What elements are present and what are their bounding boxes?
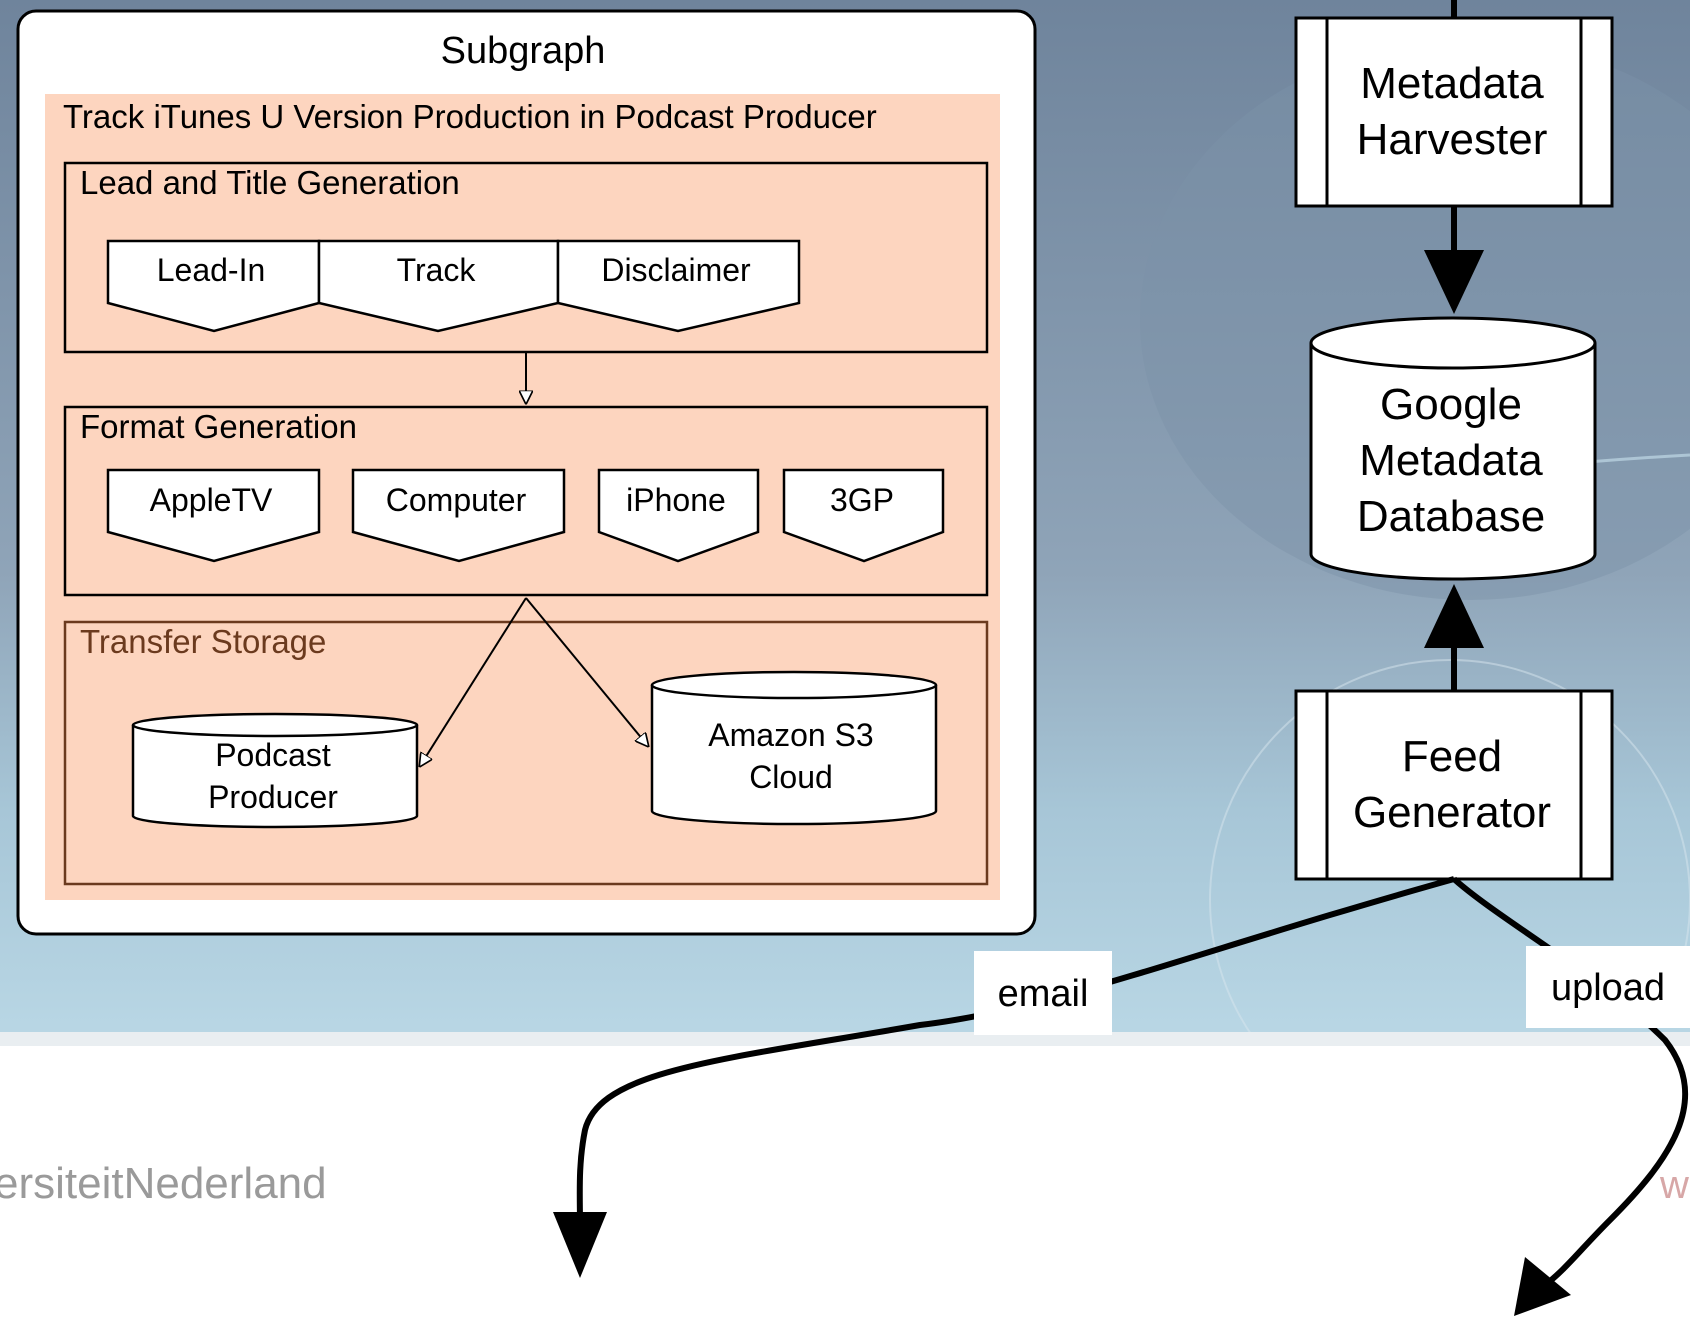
harvester-line2: Harvester [1357,115,1548,164]
appletv-shape [106,468,321,563]
upload-label: upload [1551,967,1665,1009]
email-label: email [998,973,1089,1015]
podcast-producer-cylinder: Podcast Producer [131,712,419,829]
subgraph-panel: Subgraph Track iTunes U Version Producti… [16,9,1037,936]
lead-in-shape [106,239,321,333]
amazon-s3-cylinder: Amazon S3 Cloud [650,670,938,826]
right-flow: Metadata Harvester Google Metadata Datab… [553,0,1690,1316]
iphone-label: iPhone [626,482,726,518]
storage-group-title: Transfer Storage [80,623,326,660]
upload-edge [1452,876,1689,1288]
amazon-line1: Amazon S3 [708,717,873,753]
format-group: Format Generation AppleTV Computer iPhon… [63,405,989,597]
computer-label: Computer [386,482,527,518]
db-line2: Metadata [1359,436,1543,485]
format-group-title: Format Generation [80,408,357,445]
logo-fragment: ersiteitNederland [0,1159,327,1208]
track-shape [317,239,560,333]
lead-group-title: Lead and Title Generation [80,164,460,201]
email-edge [576,876,1455,1226]
upload-arrowhead [1514,1257,1571,1316]
lead-in-label: Lead-In [157,252,266,288]
harvester-to-db-arrowhead [1424,250,1484,314]
feed-line2: Generator [1353,788,1551,837]
track-label: Track [397,252,477,288]
computer-shape [351,468,566,563]
podcast-producer-line1: Podcast [215,737,331,773]
3gp-label: 3GP [830,482,894,518]
email-label-box [974,951,1112,1035]
db-line1: Google [1380,380,1522,429]
upload-label-box [1526,946,1690,1028]
subgraph-title: Subgraph [441,30,606,72]
feed-line1: Feed [1402,732,1502,781]
feed-generator-box: Feed Generator [1294,689,1614,881]
container-title: Track iTunes U Version Production in Pod… [63,98,877,135]
appletv-label: AppleTV [150,482,273,518]
3gp-shape [782,468,945,563]
google-metadata-database: Google Metadata Database [1309,316,1597,581]
db-line3: Database [1357,492,1545,541]
podcast-producer-line2: Producer [208,779,338,815]
email-arrowhead [553,1212,607,1278]
iphone-shape [597,468,760,563]
amazon-line2: Cloud [749,759,833,795]
format-to-amazon-arrow [525,597,648,746]
corner-fragment: w [1659,1163,1689,1207]
harvester-line1: Metadata [1360,59,1544,108]
feed-to-db-arrowhead [1424,584,1484,648]
storage-group: Transfer Storage Podcast Producer Amazon… [63,620,989,886]
disclaimer-shape [556,239,801,333]
format-to-podcast-arrow [420,597,527,766]
metadata-harvester-box: Metadata Harvester [1294,16,1614,208]
disclaimer-label: Disclaimer [601,252,751,288]
